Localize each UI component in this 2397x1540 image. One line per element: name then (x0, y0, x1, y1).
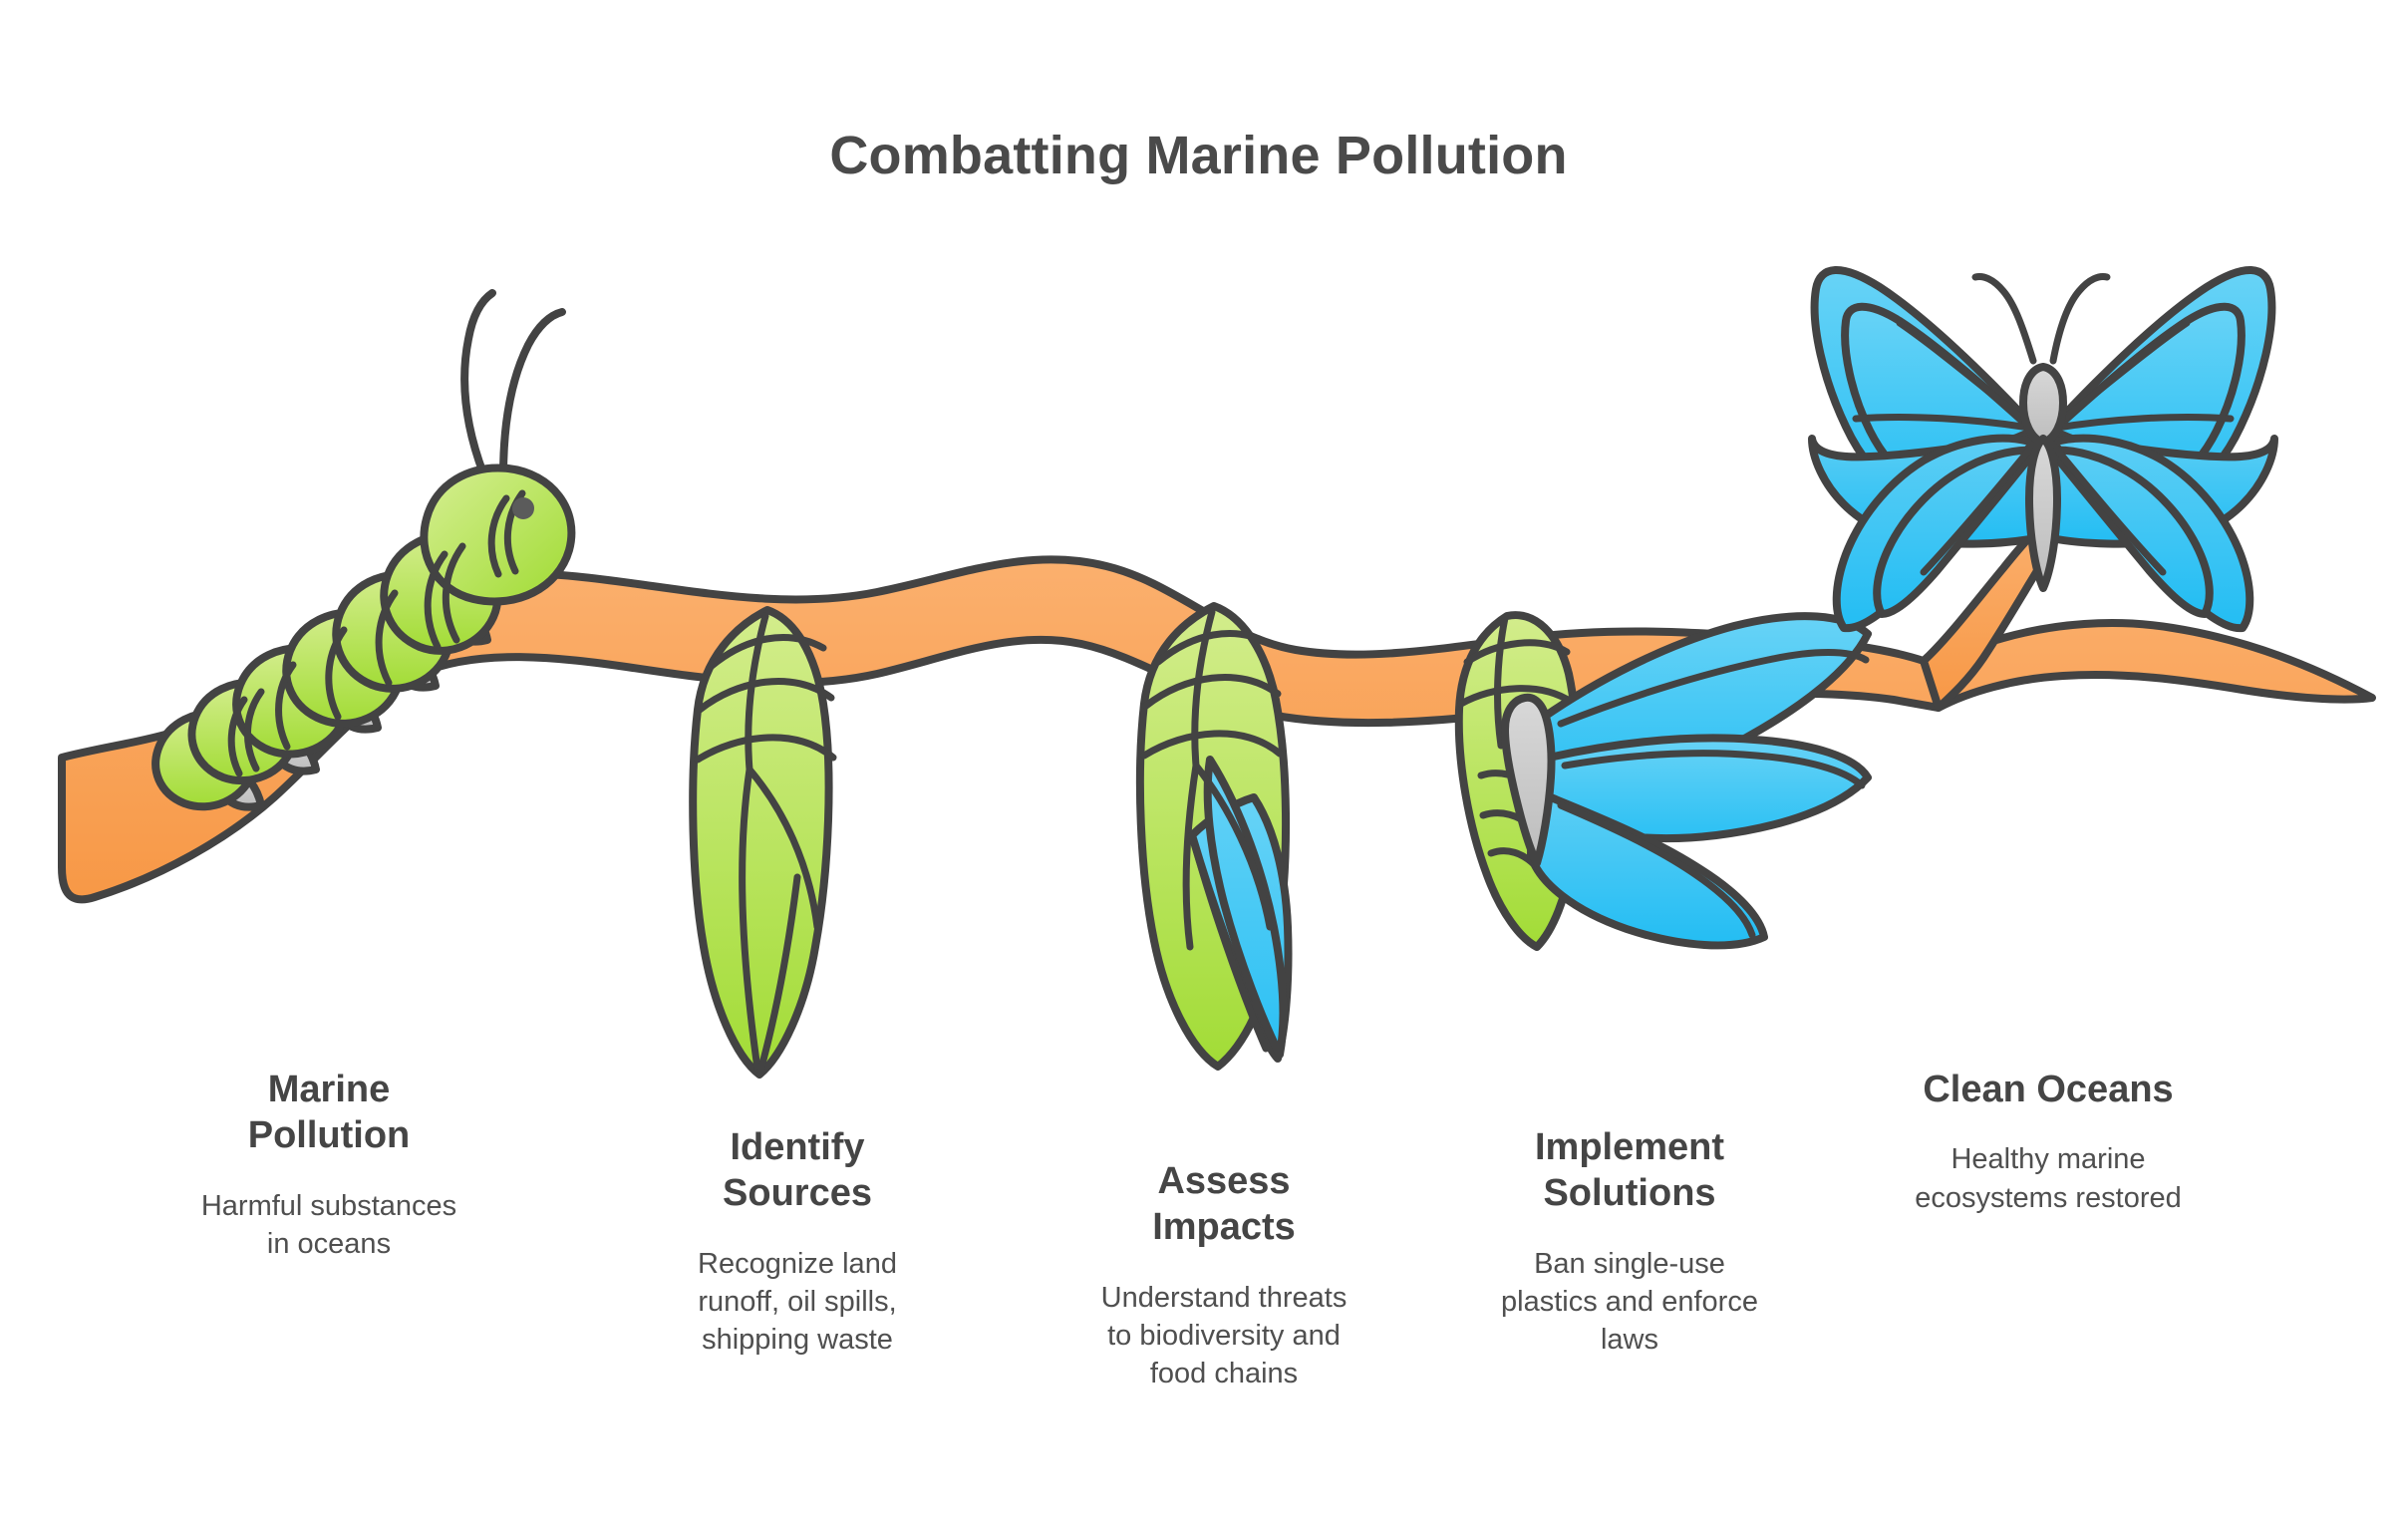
stage-title: Marine Pollution (247, 1069, 411, 1157)
caterpillar (151, 289, 576, 811)
butterfly-emerging (1454, 611, 1872, 951)
stage-label-identify-sources[interactable]: Identify Sources Recognize land runoff, … (588, 1124, 1007, 1360)
stage-label-clean-oceans[interactable]: Clean Oceans Healthy marine ecosystems r… (1834, 1067, 2262, 1217)
butterfly-full (1808, 266, 2278, 633)
stage-label-assess-impacts[interactable]: Assess Impacts Understand threats to bio… (1015, 1158, 1433, 1393)
stage-title: Identify Sources (723, 1126, 872, 1215)
stage-description: Understand threats to biodiversity and f… (1100, 1281, 1348, 1390)
stage-label-marine-pollution[interactable]: Marine Pollution Harmful substances in o… (120, 1067, 538, 1263)
tree-branch (58, 510, 2376, 904)
stage-title: Assess Impacts (1152, 1160, 1296, 1249)
chrysalis-green (689, 606, 837, 1078)
stage-description: Recognize land runoff, oil spills, shipp… (698, 1247, 897, 1357)
chrysalis-transitioning (1135, 602, 1293, 1071)
stage-title: Implement Solutions (1534, 1126, 1725, 1215)
stage-description: Healthy marine ecosystems restored (1915, 1143, 2182, 1214)
stage-title: Clean Oceans (1923, 1069, 2174, 1110)
stage-description: Ban single-use plastics and enforce laws (1501, 1247, 1758, 1357)
page-title: Combatting Marine Pollution (829, 126, 1568, 185)
stage-description: Harmful substances in oceans (200, 1189, 457, 1260)
stage-label-implement-solutions[interactable]: Implement Solutions Ban single-use plast… (1415, 1124, 1844, 1360)
